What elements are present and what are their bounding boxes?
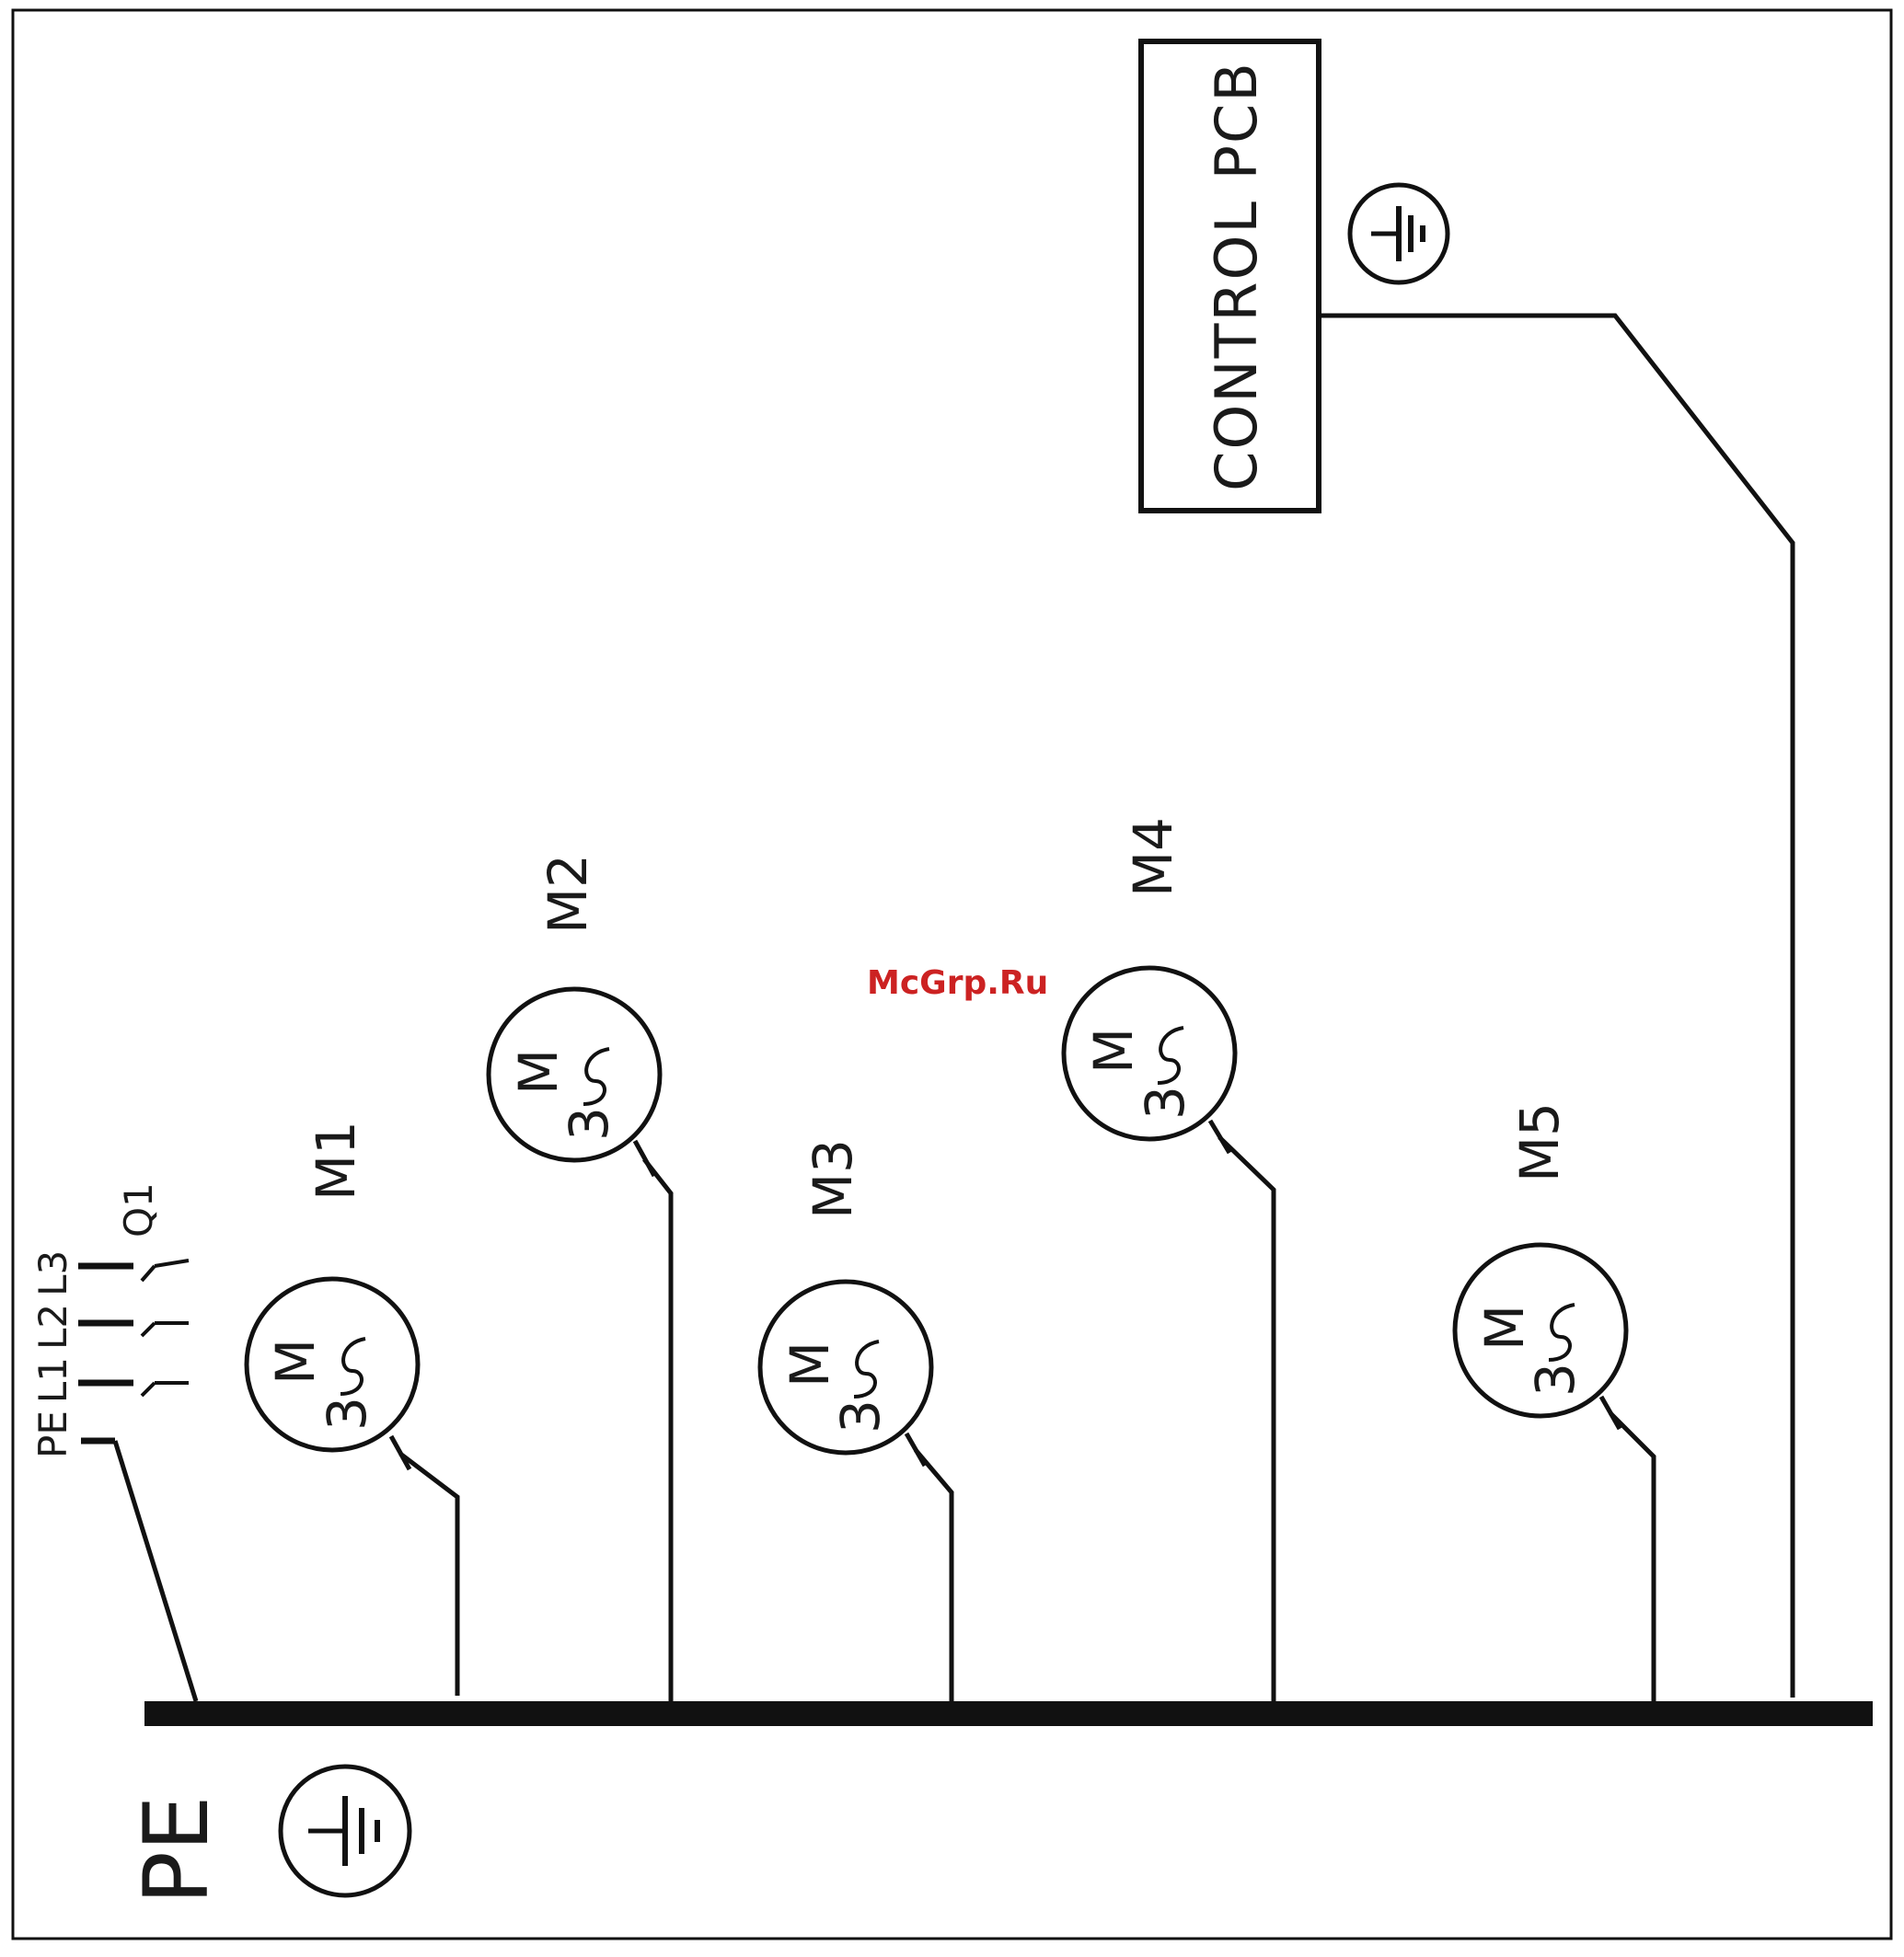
motor-m2-letter: M (507, 1049, 570, 1095)
tilde-icon (854, 1341, 879, 1397)
motor-m1-ref: M1 (305, 1121, 367, 1201)
tilde-icon (1549, 1305, 1575, 1360)
terminal-l1-label: L1 (30, 1357, 75, 1403)
control-pcb-label: CONTROL PCB (1203, 61, 1270, 491)
motor-m2-phase: 3 (558, 1107, 620, 1141)
terminal-labels: PE L1 L2 L3 (30, 1250, 75, 1458)
motor-m4: M4 M 3 (1064, 817, 1274, 1701)
pe-bus-label: PE (125, 1795, 228, 1905)
motor-m3-letter: M (779, 1341, 841, 1387)
motor-m2: M2 M 3 (489, 854, 671, 1701)
tilde-icon (1158, 1028, 1183, 1083)
tilde-icon (583, 1049, 609, 1104)
motor-m1-letter: M (264, 1339, 327, 1385)
motor-m4-letter: M (1082, 1028, 1145, 1074)
motor-m5-phase: 3 (1524, 1363, 1587, 1397)
motor-m2-ref: M2 (537, 854, 599, 934)
motor-m3-phase: 3 (829, 1399, 892, 1433)
pcb-earth-wire (1319, 316, 1793, 1698)
pe-bus-bar (144, 1701, 1873, 1726)
pcb-ground-icon (1350, 185, 1448, 282)
control-pcb-box: CONTROL PCB (1141, 41, 1319, 511)
motor-m1-phase: 3 (316, 1397, 378, 1431)
motor-m4-phase: 3 (1134, 1086, 1196, 1120)
motor-m3: M3 M 3 (760, 1139, 952, 1701)
motor-m5-letter: M (1473, 1305, 1536, 1351)
pe-ground-icon (281, 1767, 410, 1895)
motor-m5-ref: M5 (1508, 1102, 1571, 1182)
tilde-icon (340, 1339, 365, 1394)
switch-q1-label: Q1 (116, 1182, 161, 1238)
motor-m1: M1 M 3 (247, 1121, 457, 1696)
motor-m3-ref: M3 (802, 1139, 864, 1219)
terminal-l2-label: L2 (30, 1304, 75, 1350)
motor-m4-ref: M4 (1122, 817, 1184, 897)
main-switch-q1: PE L1 L2 L3 Q1 (30, 1182, 196, 1701)
terminal-pe-label: PE (30, 1410, 75, 1458)
motor-m5: M5 M 3 (1455, 1102, 1654, 1701)
watermark-text: McGrp.Ru (867, 964, 1048, 1002)
terminal-l3-label: L3 (30, 1250, 75, 1296)
